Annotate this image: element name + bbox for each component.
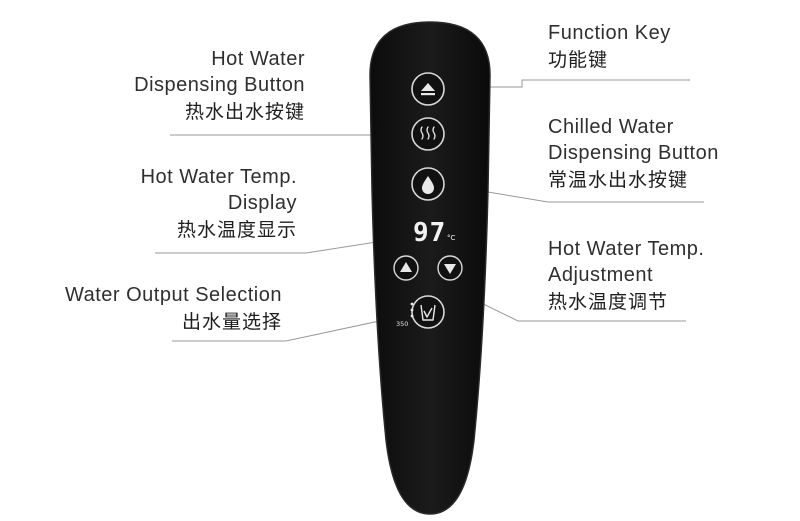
- label-hot-water-temp-display-en1: Hot Water Temp.: [140, 166, 297, 188]
- remote-body: [369, 21, 491, 515]
- cup-icon: [420, 304, 436, 321]
- water-output-button[interactable]: [410, 295, 445, 329]
- function-key-button[interactable]: [411, 72, 445, 106]
- label-water-output-selection-cn: 出水量选择: [181, 311, 282, 333]
- eject-icon: [421, 83, 435, 96]
- chilled-water-dispensing-button[interactable]: [411, 167, 445, 201]
- leader-water-output: [172, 313, 413, 342]
- label-hot-water-dispensing-cn: 热水出水按键: [184, 101, 305, 123]
- label-function-key-en: Function Key: [548, 22, 671, 44]
- label-chilled-water-dispensing-en1: Chilled Water: [548, 116, 674, 138]
- label-hot-water-dispensing-en1: Hot Water: [211, 48, 305, 70]
- temperature-value: 97: [413, 218, 446, 248]
- label-hot-water-temp-adjustment: Hot Water Temp. Adjustment 热水温度调节: [548, 236, 704, 316]
- label-hot-water-dispensing-en2: Dispensing Button: [134, 74, 305, 96]
- label-water-output-selection-en: Water Output Selection: [64, 284, 282, 306]
- triangle-up-icon: [400, 262, 412, 272]
- label-hot-water-temp-adjustment-en1: Hot Water Temp.: [548, 238, 705, 260]
- label-function-key-cn: 功能键: [548, 49, 609, 71]
- label-hot-water-temp-display-cn: 热水温度显示: [176, 219, 297, 241]
- volume-indicator-dots: [410, 302, 414, 318]
- hot-water-dispensing-button[interactable]: [411, 117, 445, 151]
- label-hot-water-dispensing: Hot Water Dispensing Button 热水出水按键: [134, 46, 305, 126]
- label-hot-water-temp-adjustment-cn: 热水温度调节: [548, 291, 669, 313]
- label-chilled-water-dispensing: Chilled Water Dispensing Button 常温水出水按键: [548, 114, 719, 194]
- temp-up-button[interactable]: [393, 255, 419, 281]
- label-chilled-water-dispensing-cn: 常温水出水按键: [548, 169, 689, 191]
- label-hot-water-temp-adjustment-en2: Adjustment: [548, 264, 654, 286]
- volume-value: 350: [396, 320, 408, 328]
- triangle-down-icon: [444, 264, 456, 274]
- label-hot-water-temp-display-en2: Display: [227, 192, 297, 214]
- temperature-display: 97 °C: [413, 218, 456, 248]
- label-hot-water-temp-display: Hot Water Temp. Display 热水温度显示: [141, 164, 297, 244]
- steam-icon: [420, 126, 436, 140]
- label-water-output-selection: Water Output Selection 出水量选择: [65, 282, 282, 336]
- label-function-key: Function Key 功能键: [548, 20, 671, 74]
- temperature-unit: °C: [447, 234, 456, 242]
- temp-down-button[interactable]: [437, 255, 463, 281]
- label-chilled-water-dispensing-en2: Dispensing Button: [548, 142, 719, 164]
- water-drop-icon: [422, 176, 434, 194]
